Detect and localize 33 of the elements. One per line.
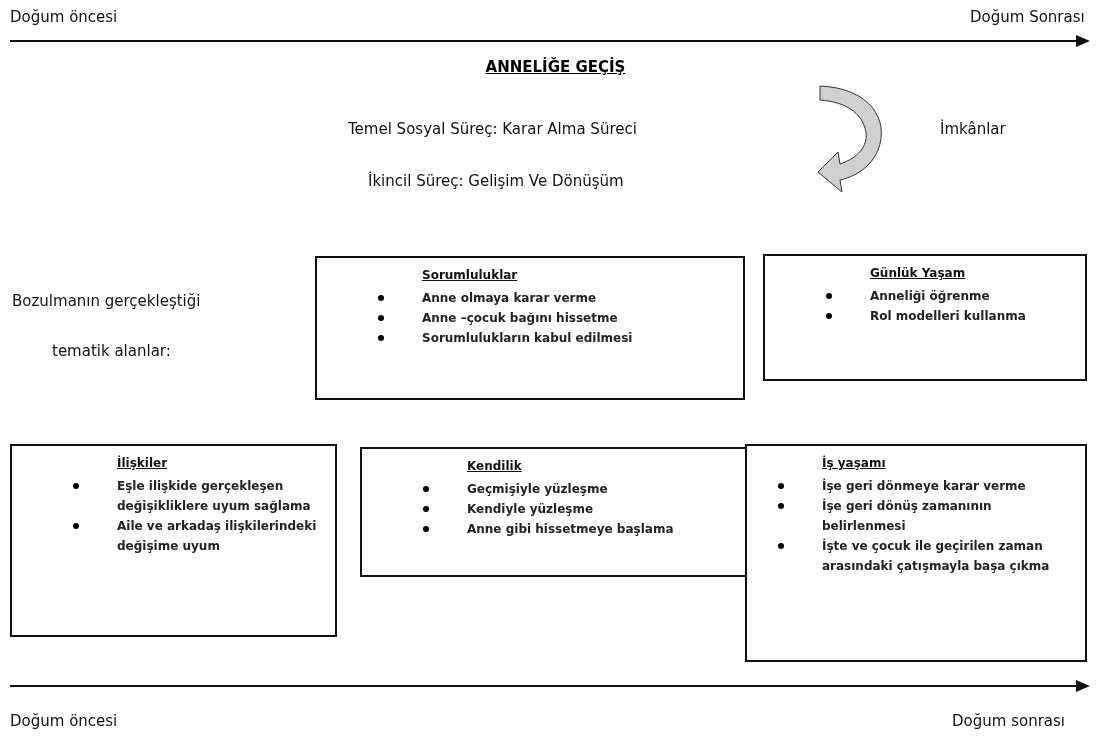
bullet-item: Aile ve arkadaş ilişkilerindeki değişime uyum (117, 518, 318, 555)
bullet-item: İşe geri dönmeye karar verme (822, 477, 1027, 495)
bullet-item: Sorumlulukların kabul edilmesi (422, 330, 634, 347)
bullet-item: Anne –çocuk bağını hissetme (422, 310, 619, 327)
theme-box (745, 444, 1087, 662)
bullet-item: Anne gibi hissetmeye başlama (467, 521, 675, 538)
bullet-item: Kendiyle yüzleşme (467, 501, 595, 518)
text-label: Doğum sonrası (952, 712, 1065, 730)
theme-box (10, 444, 337, 637)
diagram-title: ANNELİĞE GEÇİŞ (484, 58, 627, 76)
bullet-item: Anneliği öğrenme (870, 288, 991, 305)
text-label: İkincil Süreç: Gelişim Ve Dönüşüm (368, 172, 624, 190)
text-label: Temel Sosyal Süreç: Karar Alma Süreci (348, 120, 637, 138)
theme-box (360, 447, 748, 577)
text-label: Bozulmanın gerçekleştiği (12, 292, 201, 310)
text-label: Doğum Sonrası (970, 8, 1085, 26)
bullet-item: Rol modelleri kullanma (870, 308, 1027, 325)
box-heading: İş yaşamı (822, 456, 886, 470)
box-heading: İlişkiler (117, 456, 168, 470)
bullet-item: Anne olmaya karar verme (422, 290, 598, 307)
bullet-item: İşe geri dönüş zamanının belirlenmesi (822, 497, 993, 535)
text-label: İmkânlar (940, 120, 1006, 138)
text-label: Doğum öncesi (10, 8, 118, 26)
theme-box (315, 256, 745, 400)
text-label: Doğum öncesi (10, 712, 118, 730)
box-heading: Sorumluluklar (422, 268, 518, 282)
bullet-item: Eşle ilişkide gerçekleşen değişikliklere uyum sağlama (117, 478, 312, 515)
box-heading: Günlük Yaşam (870, 266, 966, 280)
theme-box (763, 254, 1087, 381)
bullet-item: Geçmişiyle yüzleşme (467, 481, 609, 498)
box-heading: Kendilik (467, 459, 522, 473)
text-label: tematik alanlar: (52, 342, 171, 360)
bullet-item: İşte ve çocuk ile geçirilen zaman arasındaki çatışmayla başa çıkma (822, 537, 1051, 575)
